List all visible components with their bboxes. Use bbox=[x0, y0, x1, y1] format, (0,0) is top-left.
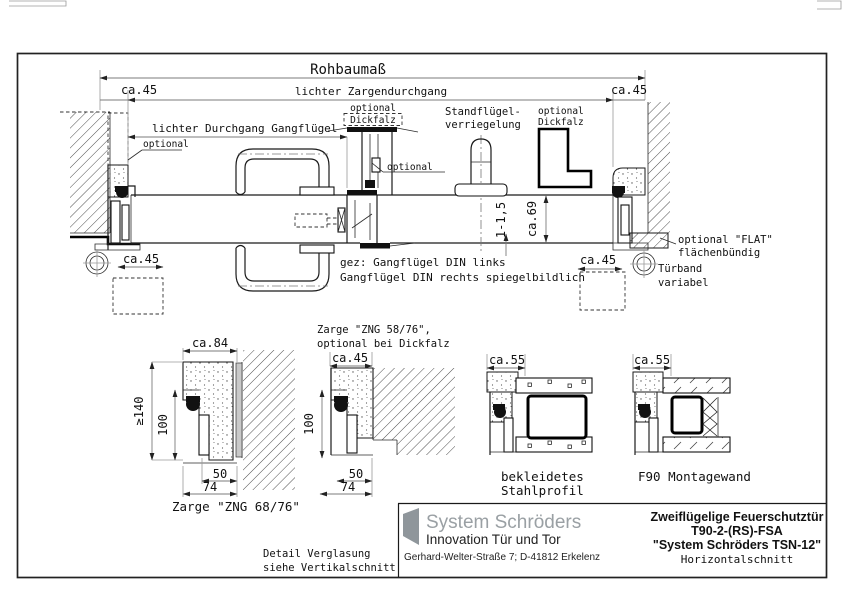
label-optional-right: optional bbox=[538, 106, 584, 117]
company-logo-icon bbox=[403, 508, 419, 545]
drawing-title-4: Horizontalschnitt bbox=[681, 553, 794, 566]
dimensions bbox=[99, 70, 677, 272]
hinge-right bbox=[630, 250, 658, 278]
dickfalz-profile-right bbox=[537, 127, 593, 189]
page-tab-right bbox=[817, 0, 842, 10]
dim-ge140: ≥140 bbox=[132, 397, 146, 426]
dim-74-d2: 74 bbox=[341, 480, 355, 494]
label-optional-stile-2: optional bbox=[387, 162, 433, 173]
dim-gangfluegel: lichter Durchgang Gangflügel bbox=[152, 122, 337, 135]
drawing-title-1: Zweiflügelige Feuerschutztür bbox=[651, 510, 824, 524]
standing-leaf-bolt bbox=[454, 135, 508, 253]
left-frame-profile bbox=[94, 112, 141, 251]
company-name: System Schröders bbox=[426, 512, 581, 533]
dim-zargendurchgang: lichter Zargendurchgang bbox=[295, 85, 447, 98]
dim-100-d2: 100 bbox=[302, 413, 316, 435]
label-dickfalz-right: Dickfalz bbox=[538, 117, 584, 128]
detail-stahlprofil: ca.55 bekleidetes Stahlprofil bbox=[486, 353, 593, 498]
hinge-zone-dashed-right bbox=[579, 271, 626, 311]
note-gez-2: Gangflügel DIN rechts spiegelbildlich bbox=[340, 271, 585, 284]
title-d2-2: optional bei Dickfalz bbox=[317, 338, 450, 350]
dim-ca45-bottom-right: ca.45 bbox=[580, 253, 616, 267]
hinge-left bbox=[83, 249, 111, 277]
dim-ca45-d2: ca.45 bbox=[332, 351, 368, 365]
label-tuerband-2: variabel bbox=[658, 277, 709, 289]
door-leaf bbox=[131, 194, 614, 244]
page-tab-left bbox=[9, 0, 67, 7]
label-flat-1: optional "FLAT" bbox=[678, 234, 773, 246]
dim-ca55-d3: ca.55 bbox=[489, 353, 525, 367]
dim-ca45-top-left: ca.45 bbox=[121, 83, 157, 97]
detail-zng-68-76: ca.84 ≥140 100 50 74 Zarge "ZNG 68/76" bbox=[132, 336, 300, 514]
label-optional-left: optional bbox=[143, 139, 189, 150]
right-wall bbox=[629, 102, 670, 249]
sheet-border bbox=[16, 52, 828, 579]
note-verglasung-1: Detail Verglasung bbox=[263, 548, 370, 560]
main-section: Rohbaumaß lichter Zargendurchgang ca.45 … bbox=[60, 62, 773, 315]
drawing-title-2: T90-2-(RS)-FSA bbox=[691, 524, 783, 538]
meeting-stile bbox=[294, 113, 419, 249]
label-optional-stile: optional bbox=[350, 103, 396, 114]
dim-50-d1: 50 bbox=[213, 467, 227, 481]
label-tuerband-1: Türband bbox=[658, 263, 702, 275]
note-verglasung-2: siehe Vertikalschnitt bbox=[263, 562, 396, 574]
detail-f90-montagewand: ca.55 F90 Montagewand bbox=[632, 353, 751, 484]
hinge-zone-dashed-left bbox=[112, 277, 164, 315]
right-frame-profile bbox=[612, 167, 649, 251]
door-handle-top bbox=[235, 148, 335, 196]
dim-gap: 1-1,5 bbox=[494, 202, 508, 238]
lock-case-dashed bbox=[294, 213, 328, 228]
label-standfluegel-1: Standflügel- bbox=[445, 106, 521, 118]
dim-ca45-bottom-left: ca.45 bbox=[123, 252, 159, 266]
dim-ca69: ca.69 bbox=[525, 201, 539, 237]
title-d2-1: Zarge "ZNG 58/76", bbox=[317, 324, 431, 336]
label-flat-2: flächenbündig bbox=[678, 247, 760, 259]
title-block: System Schröders Innovation Tür und Tor … bbox=[397, 502, 826, 577]
door-handle-bottom bbox=[235, 244, 335, 292]
company-address: Gerhard-Welter-Straße 7; D-41812 Erkelen… bbox=[404, 552, 600, 563]
label-standfluegel-2: verriegelung bbox=[445, 119, 521, 131]
dim-ca84: ca.84 bbox=[192, 336, 228, 350]
caption-d3-2: Stahlprofil bbox=[501, 483, 584, 498]
caption-d3-1: bekleidetes bbox=[501, 469, 584, 484]
company-slogan: Innovation Tür und Tor bbox=[426, 532, 561, 547]
dim-50-d2: 50 bbox=[349, 467, 363, 481]
label-dickfalz-stile: Dickfalz bbox=[350, 115, 396, 126]
drawing-title-3: "System Schröders TSN-12" bbox=[653, 538, 821, 552]
dim-ca45-top-right: ca.45 bbox=[611, 83, 647, 97]
dim-74-d1: 74 bbox=[203, 480, 217, 494]
left-wall-hatch bbox=[70, 112, 110, 233]
dim-ca55-d4: ca.55 bbox=[634, 353, 670, 367]
note-gez-1: gez: Gangflügel DIN links bbox=[340, 256, 506, 269]
dim-100-d1: 100 bbox=[156, 414, 170, 436]
caption-d1: Zarge "ZNG 68/76" bbox=[172, 499, 300, 514]
dim-rohbaumass: Rohbaumaß bbox=[310, 62, 386, 78]
steel-hollow-section-f90 bbox=[670, 395, 704, 435]
caption-d4: F90 Montagewand bbox=[638, 469, 751, 484]
detail-zng-58-76: Zarge "ZNG 58/76", optional bei Dickfalz… bbox=[302, 324, 455, 497]
steel-hollow-section bbox=[526, 394, 588, 440]
